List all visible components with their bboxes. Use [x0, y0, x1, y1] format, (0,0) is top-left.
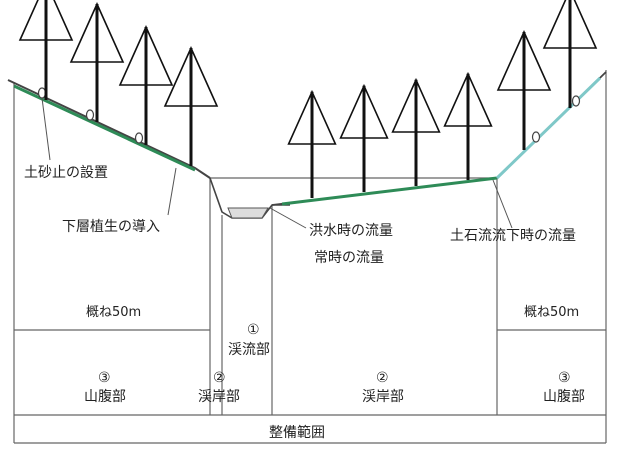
understory-label: 下層植生の導入 — [62, 219, 160, 235]
understory-band-right — [495, 76, 602, 180]
debris-flow-label: 土石流流下時の流量 — [450, 228, 576, 244]
tree-icon — [118, 25, 174, 145]
barrier-oval — [571, 95, 581, 107]
tree-icon — [339, 83, 389, 192]
tree-icon — [542, 0, 598, 108]
tree-icon — [391, 77, 441, 186]
approx-width-right: 概ね50m — [524, 305, 579, 320]
barrier-oval — [37, 87, 47, 99]
sediment-barrier-label: 土砂止の設置 — [24, 165, 108, 181]
approx-width-left: 概ね50m — [86, 305, 141, 320]
pointer-lines — [41, 97, 513, 229]
tree-icon — [69, 2, 125, 122]
stream-number: ① — [247, 322, 260, 338]
tree-icon — [287, 89, 337, 198]
tree-icon — [18, 0, 74, 100]
flood-flow-label: 洪水時の流量 — [309, 223, 393, 239]
barrier-oval — [85, 109, 95, 121]
hillside-right-label: 山腹部 — [543, 388, 585, 405]
bank-left-label: 渓岸部 — [198, 389, 240, 405]
maintenance-range-label: 整備範囲 — [269, 424, 325, 441]
bank-left-number: ② — [213, 370, 226, 386]
understory-band-left — [13, 84, 196, 172]
barrier-oval — [531, 131, 541, 143]
trees — [18, 0, 598, 198]
stream-label: 渓流部 — [228, 342, 270, 358]
hillside-left-number: ③ — [98, 370, 111, 386]
normal-flow-label: 常時の流量 — [314, 250, 384, 266]
stream-water — [227, 207, 269, 219]
hillside-right-number: ③ — [558, 370, 571, 386]
barrier-oval — [134, 132, 144, 144]
tree-icon — [443, 71, 493, 180]
bank-right-number: ② — [376, 370, 389, 386]
tree-icon — [163, 46, 219, 166]
bank-right-label: 渓岸部 — [362, 389, 404, 405]
tree-icon — [496, 30, 552, 150]
ground-profile — [7, 71, 607, 219]
hillside-left-label: 山腹部 — [84, 388, 126, 405]
understory-band-floor — [281, 176, 498, 206]
frame-lines — [13, 70, 607, 444]
